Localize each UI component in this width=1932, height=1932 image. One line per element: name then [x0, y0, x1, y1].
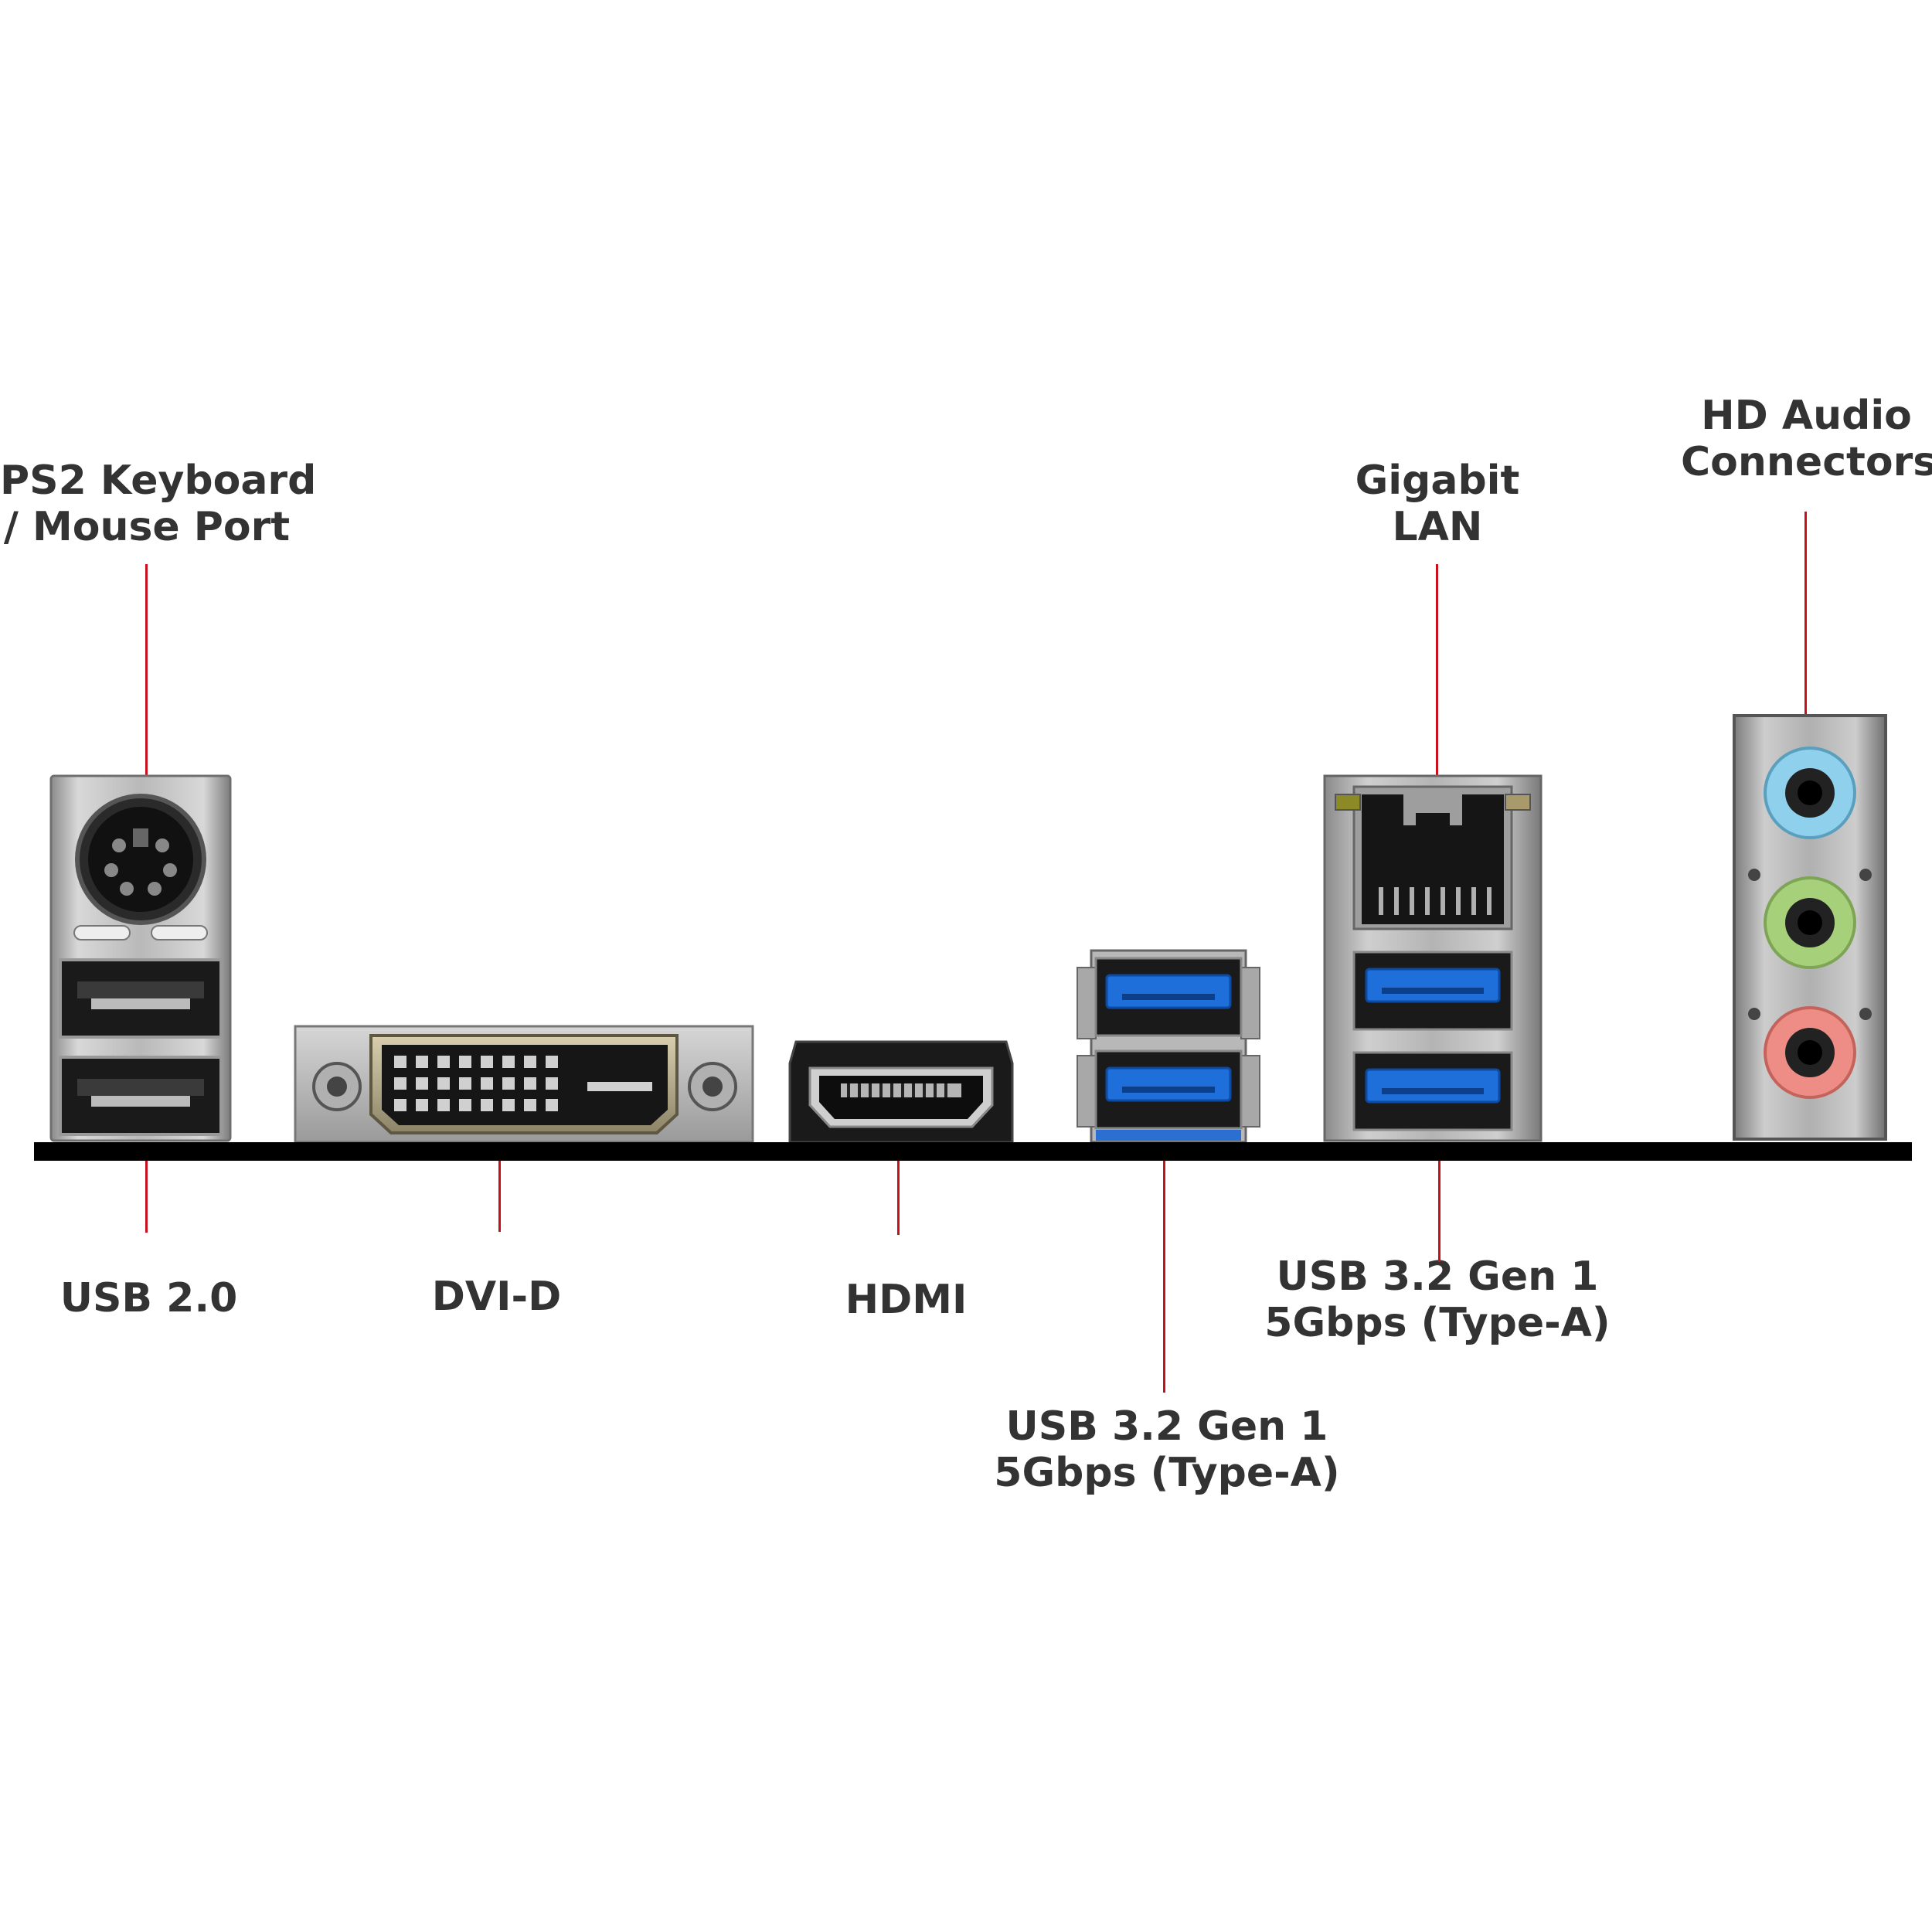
usb32-right-label-line2: 5Gbps (Type-A) [1264, 1300, 1611, 1346]
usb32-mid-port-top[interactable] [1094, 957, 1243, 1037]
hdmi-leader [897, 1151, 900, 1235]
lan-usb32-stack [1323, 774, 1543, 1142]
hdmi-label: HDMI [796, 1277, 1016, 1323]
hdmi-port[interactable] [788, 1040, 1014, 1142]
ps2-port[interactable] [75, 794, 206, 925]
usb20-label: USB 2.0 [39, 1275, 259, 1321]
ps2-usb20-stack [49, 774, 232, 1142]
lan-port[interactable] [1352, 785, 1513, 930]
lan-label-line2: LAN [1392, 504, 1483, 550]
lan-label-line1: Gigabit [1355, 457, 1520, 504]
lan-label: Gigabit LAN [1321, 457, 1553, 550]
audio-jack-mic-in[interactable] [1764, 1006, 1856, 1099]
dvi-label-text: DVI-D [431, 1274, 562, 1320]
audio-stack [1731, 713, 1889, 1142]
dvi-screw-left [312, 1062, 362, 1111]
usb20-label-text: USB 2.0 [60, 1275, 238, 1321]
usb32-right-label: USB 3.2 Gen 1 5Gbps (Type-A) [1244, 1253, 1631, 1346]
audio-label-line1: HD Audio [1701, 393, 1912, 439]
audio-jack-line-in[interactable] [1764, 747, 1856, 839]
ps2-label-line1: PS2 Keyboard [0, 457, 317, 504]
usb32-mid-stack [1076, 947, 1261, 1142]
audio-leader [1804, 512, 1807, 730]
ps2-label: PS2 Keyboard / Mouse Port [0, 457, 317, 550]
dvi-d-port[interactable] [294, 1025, 754, 1142]
usb20-port-bottom[interactable] [59, 1056, 223, 1136]
lan-led-right [1505, 794, 1531, 811]
usb20-port-top[interactable] [59, 958, 223, 1039]
usb32-mid-label-line2: 5Gbps (Type-A) [994, 1450, 1340, 1496]
usb20-leader [145, 1151, 148, 1233]
io-baseline [34, 1142, 1912, 1161]
usb32-right-port-top[interactable] [1352, 951, 1513, 1031]
audio-label-line2: Connectors [1681, 439, 1932, 485]
audio-jack-line-out[interactable] [1764, 876, 1856, 969]
usb32-right-port-bottom[interactable] [1352, 1051, 1513, 1131]
usb32-mid-label-line1: USB 3.2 Gen 1 [1005, 1403, 1328, 1450]
usb32-right-leader [1438, 1150, 1440, 1262]
lan-leader [1436, 564, 1438, 784]
lan-led-left [1335, 794, 1361, 811]
usb32-mid-port-bottom[interactable] [1094, 1049, 1243, 1130]
ps2-leader [145, 564, 148, 784]
usb32-mid-leader [1163, 1151, 1165, 1393]
dvi-screw-right [688, 1062, 737, 1111]
hdmi-label-text: HDMI [845, 1277, 968, 1323]
usb32-mid-label: USB 3.2 Gen 1 5Gbps (Type-A) [974, 1403, 1360, 1496]
dvi-label: DVI-D [386, 1274, 607, 1320]
audio-label: HD Audio Connectors [1681, 393, 1932, 485]
usb32-right-label-line1: USB 3.2 Gen 1 [1276, 1253, 1599, 1300]
ps2-label-line2: / Mouse Port [3, 504, 291, 550]
dvi-leader [498, 1148, 501, 1232]
